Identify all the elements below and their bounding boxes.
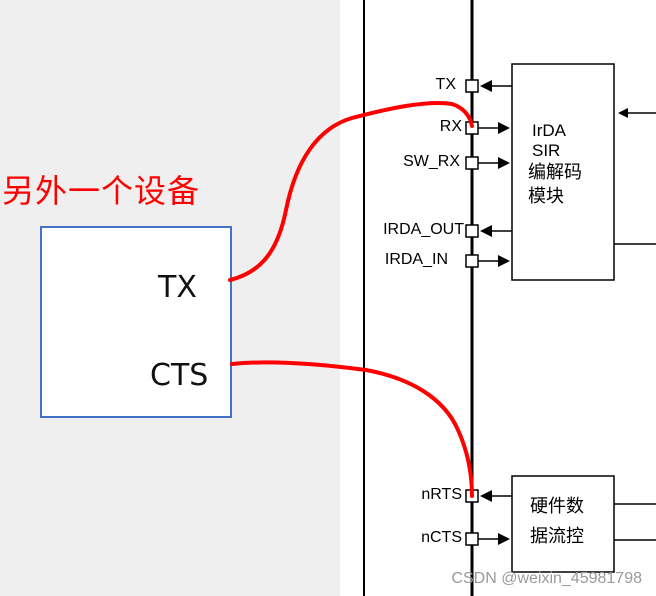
wire-tx-to-rx [228,100,474,282]
pin-swrx-square [465,156,479,170]
arrow-rx [498,122,510,134]
arrow-nrts [480,490,492,502]
flow-control-block [511,475,615,573]
other-device-box: TX CTS [40,226,232,418]
pin-label-irda-out: IRDA_OUT [383,221,464,238]
flow-block-line2: 据流控 [530,526,584,547]
pin-irdaout-square [465,224,479,238]
pin-label-irda-in: IRDA_IN [384,251,448,268]
flow-block-line1: 硬件数 [530,496,584,517]
pin-label-tx: TX [435,76,456,93]
watermark: CSDN @weixin_45981798 [451,570,642,587]
pin-label-rx: RX [439,118,462,135]
pin-label-ncts: nCTS [421,529,462,546]
device-cts-label: CTS [150,358,209,393]
pin-irdain-square [465,254,479,268]
irda-block-line2: SIR [532,141,561,160]
pin-ncts-square [465,532,479,546]
irda-block-line3: 编解码 [528,162,582,183]
pin-tx-square [465,79,479,93]
irda-sir-block [511,63,615,281]
wire-cts-to-nrts [230,360,474,498]
arrow-swrx [498,157,510,169]
irda-block-line1: IrDA [532,121,566,140]
arrow-ncts [498,533,510,545]
irda-block-line4: 模块 [528,186,564,207]
external-arrowhead [618,108,628,118]
pin-label-sw-rx: SW_RX [403,153,460,170]
arrow-tx [480,80,492,92]
other-device-title: 另外一个设备 [2,172,201,210]
arrow-irdain [498,255,510,267]
device-tx-label: TX [158,270,197,305]
arrow-irdaout [480,225,492,237]
pin-label-nrts: nRTS [421,486,462,503]
